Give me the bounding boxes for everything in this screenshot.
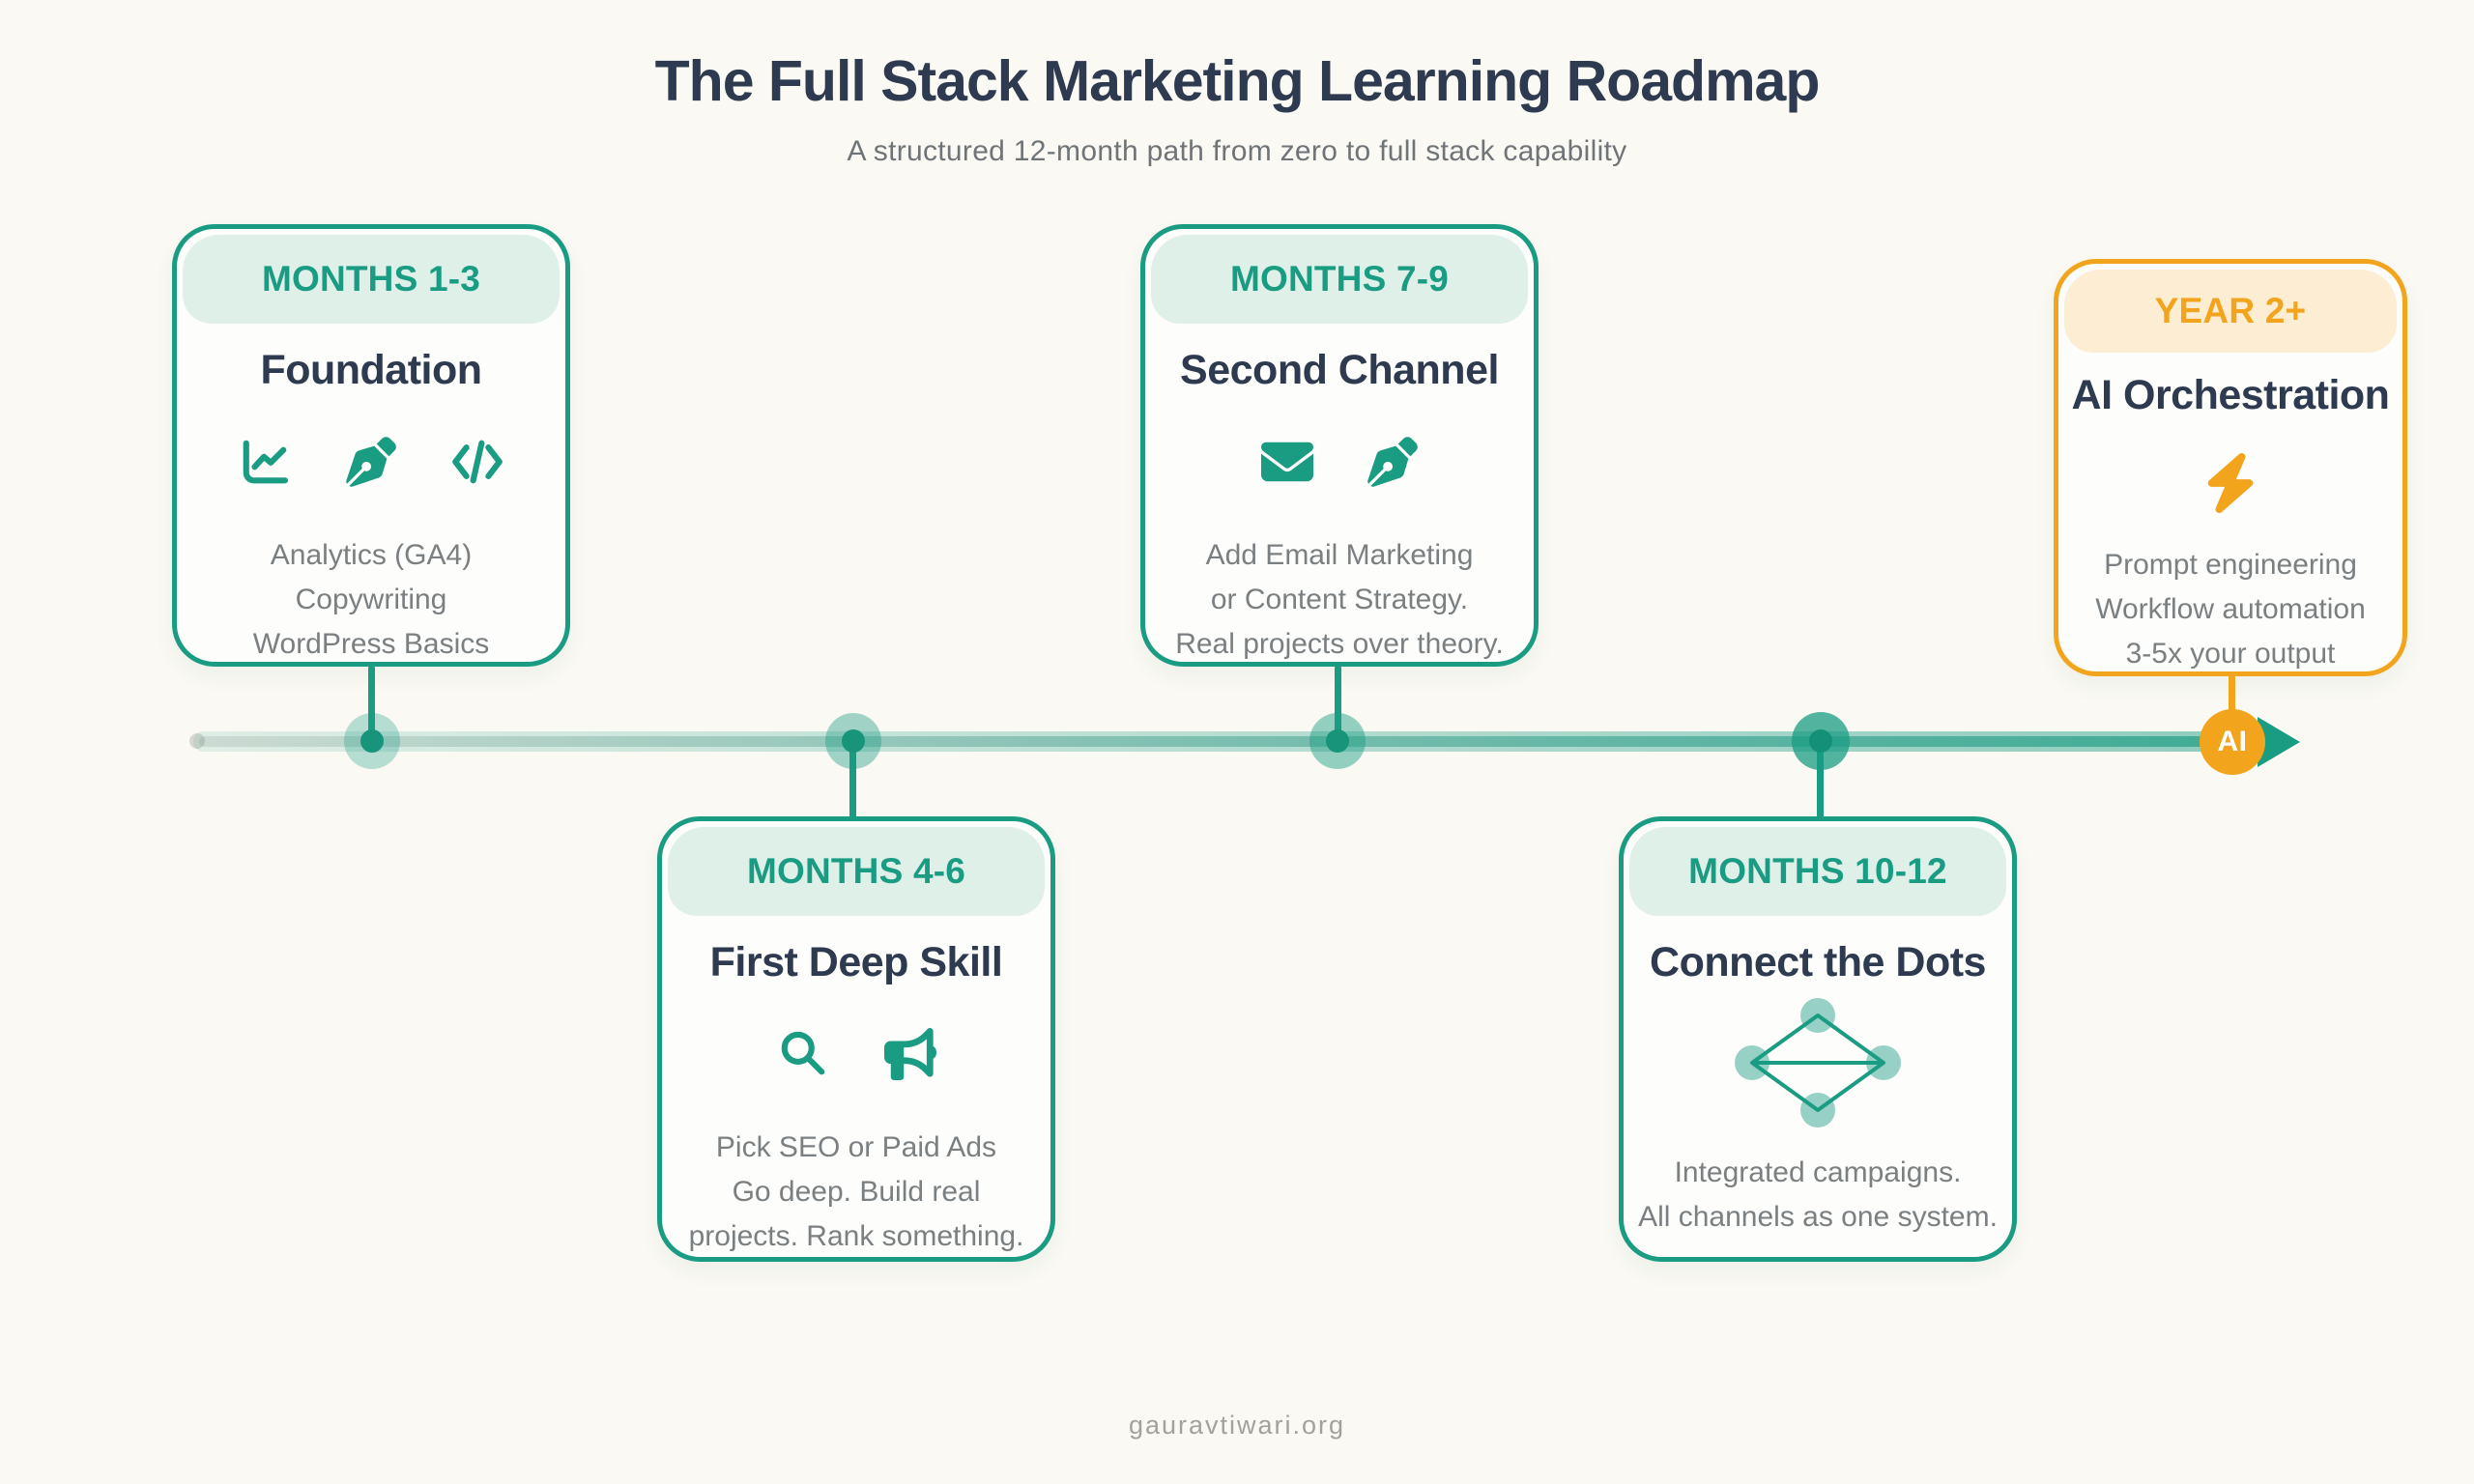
card-body-line: Pick SEO or Paid Ads [715, 1131, 997, 1163]
card-icon-row [177, 433, 565, 491]
connector-card2 [849, 742, 856, 819]
card-body-line: Integrated campaigns. [1674, 1156, 1962, 1188]
card-period-label: MONTHS 7-9 [1229, 259, 1450, 299]
card-body: Pick SEO or Paid Ads Go deep. Build real… [662, 1126, 1050, 1259]
card-body-line: All channels as one system. [1638, 1200, 1998, 1233]
card-body-line: Go deep. Build real [732, 1175, 981, 1208]
card-period-band: MONTHS 4-6 [668, 827, 1045, 916]
card-title: Connect the Dots [1650, 939, 1986, 985]
envelope-icon [1261, 442, 1313, 482]
timeline-dot-1 [360, 729, 384, 753]
card-icon-row [1145, 433, 1534, 491]
card-body-line: WordPress Basics [252, 627, 490, 660]
card-body-line: 3-5x your output [2125, 637, 2336, 670]
ai-badge: AI [2200, 709, 2265, 775]
card-year-2plus: YEAR 2+ AI Orchestration Prompt engineer… [2054, 259, 2407, 676]
pen-nib-icon [1367, 437, 1418, 487]
card-body-line: Prompt engineering [2104, 549, 2357, 581]
connector-card1 [368, 665, 375, 742]
chart-line-icon [243, 440, 289, 484]
card-icon-row [2058, 452, 2402, 514]
timeline-dot-3 [1326, 729, 1349, 753]
timeline-dot-2 [842, 729, 865, 753]
card-period-label: MONTHS 1-3 [261, 259, 481, 299]
card-period-band: YEAR 2+ [2064, 270, 2397, 353]
card-months-10-12: MONTHS 10-12 Connect the Dots Integrated… [1619, 816, 2017, 1262]
card-months-4-6: MONTHS 4-6 First Deep Skill Pick SEO or … [657, 816, 1055, 1262]
card-period-band: MONTHS 10-12 [1629, 827, 2006, 916]
bullhorn-icon [884, 1028, 936, 1080]
card-body: Add Email Marketing or Content Strategy.… [1145, 533, 1534, 667]
network-diamond-icon [1735, 998, 1901, 1127]
card-period-label: YEAR 2+ [2154, 291, 2307, 330]
card-title: Foundation [260, 347, 482, 393]
card-body-line: Analytics (GA4) [270, 539, 473, 571]
connector-card3 [1335, 665, 1341, 742]
magnifying-glass-icon [781, 1031, 825, 1075]
footer-website: gauravtiwari.org [1128, 1411, 1346, 1440]
card-body-line: Copywriting [295, 583, 447, 615]
card-period-band: MONTHS 1-3 [183, 235, 560, 324]
card-body: Analytics (GA4) Copywriting WordPress Ba… [177, 533, 565, 667]
timeline-bar-core [199, 736, 2248, 747]
card-body-line: Real projects over theory. [1175, 627, 1504, 660]
card-title: First Deep Skill [709, 939, 1003, 985]
card-months-7-9: MONTHS 7-9 Second Channel Add Email Mark… [1140, 224, 1539, 667]
card-period-label: MONTHS 4-6 [746, 851, 966, 891]
card-period-band: MONTHS 7-9 [1151, 235, 1528, 324]
card-icon-row [1624, 996, 2012, 1129]
bolt-icon [2207, 453, 2254, 513]
connector-card5 [2229, 674, 2235, 715]
card-body-line: Add Email Marketing [1205, 539, 1474, 571]
page-subtitle: A structured 12-month path from zero to … [847, 135, 1627, 167]
pen-nib-icon [346, 437, 396, 487]
connector-card4 [1817, 742, 1824, 819]
card-body: Integrated campaigns. All channels as on… [1624, 1151, 2012, 1240]
code-icon [452, 440, 503, 484]
card-body: Prompt engineering Workflow automation 3… [2058, 543, 2402, 676]
card-body-line: Workflow automation [2095, 592, 2366, 625]
card-body-line: or Content Strategy. [1210, 583, 1469, 615]
card-icon-row [662, 1025, 1050, 1083]
timeline-dot-4 [1809, 729, 1832, 753]
card-period-label: MONTHS 10-12 [1688, 851, 1947, 891]
card-title: AI Orchestration [2071, 372, 2390, 418]
card-title: Second Channel [1180, 347, 1499, 393]
page-title: The Full Stack Marketing Learning Roadma… [654, 49, 1821, 113]
card-months-1-3: MONTHS 1-3 Foundation Analytics (GA4) Co… [172, 224, 570, 667]
card-body-line: projects. Rank something. [688, 1219, 1024, 1252]
